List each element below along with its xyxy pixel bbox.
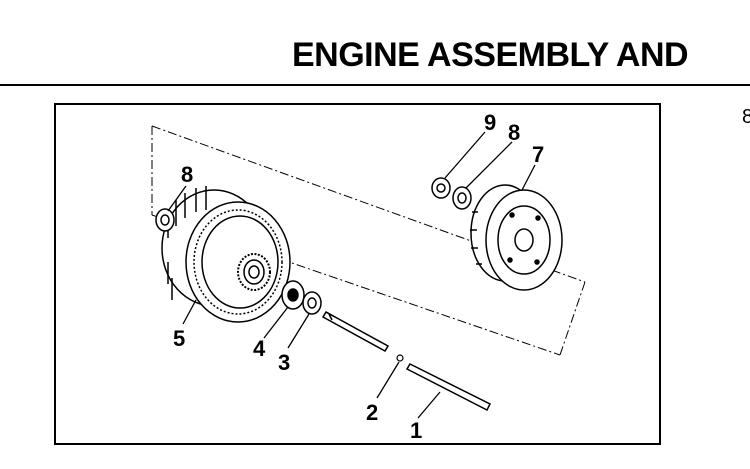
washer-4 [281, 280, 305, 310]
callout-9: 9 [484, 110, 496, 135]
callout-4: 4 [253, 336, 266, 361]
push-rod-short [321, 310, 390, 353]
push-rod-long [405, 363, 492, 412]
callout-3: 3 [278, 350, 290, 375]
clutch-boss [470, 184, 563, 291]
lock-washer-right [452, 186, 472, 210]
header-rule [0, 84, 750, 86]
callout-5: 5 [173, 326, 185, 351]
washer-3 [302, 291, 322, 315]
page-title: ENGINE ASSEMBLY AND [292, 36, 689, 74]
figure-frame [54, 103, 661, 445]
callout-2: 2 [366, 400, 378, 425]
cropped-page-number: 8 [742, 106, 750, 128]
callout-8-right: 8 [508, 120, 520, 145]
callout-7: 7 [532, 142, 544, 167]
clutch-housing [161, 186, 291, 323]
callout-8-left: 8 [181, 162, 193, 187]
callout-1: 1 [410, 418, 422, 443]
lock-washer-left [155, 208, 175, 232]
nut-9 [431, 177, 451, 199]
ball-2 [396, 354, 404, 362]
